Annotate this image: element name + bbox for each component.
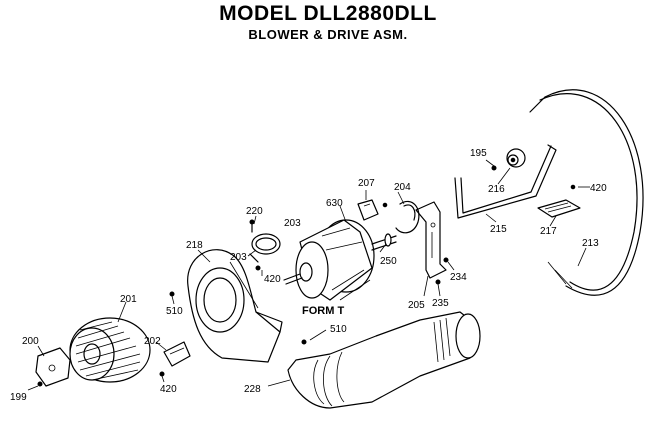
part-218-blower-housing [187,249,283,363]
label-216: 216 [488,184,505,195]
label-217: 217 [540,226,557,237]
part-220-203-motor-clamp [249,219,281,271]
label-630: 630 [326,198,343,209]
part-228-exhaust-duct [287,311,481,409]
part-630-motor [283,219,397,301]
part-215-rod [454,144,557,219]
part-510-screw-a [169,291,175,297]
label-220: 220 [246,206,263,217]
part-420-screw-a [570,184,576,190]
part-201-blower-wheel [69,317,151,383]
form-label: FORM T [302,305,344,317]
label-510-a: 510 [166,306,183,317]
part-216-pulley [506,148,526,168]
label-250: 250 [380,256,397,267]
label-213: 213 [582,238,599,249]
part-234-screw [443,257,449,263]
label-420-b: 420 [264,274,281,285]
part-205-bracket [415,201,447,279]
label-207: 207 [358,178,375,189]
label-218: 218 [186,240,203,251]
label-420-c: 420 [160,384,177,395]
part-202-plate [163,341,191,367]
model-title: MODEL DLL2880DLL [219,2,437,25]
leader-lines [27,159,590,391]
label-205: 205 [408,300,425,311]
part-199-screw [37,381,43,387]
part-235-screw [435,279,441,285]
label-204: 204 [394,182,411,193]
assembly-subtitle: BLOWER & DRIVE ASM. [248,27,408,42]
label-215: 215 [490,224,507,235]
label-510-b: 510 [330,324,347,335]
label-202: 202 [144,336,161,347]
label-201: 201 [120,294,137,305]
label-234: 234 [450,272,467,283]
label-235: 235 [432,298,449,309]
part-510-screw-b [301,339,307,345]
part-204-clamp [395,200,420,234]
part-200-bracket [35,347,71,387]
label-203-a: 203 [284,218,301,229]
label-203-b: 203 [230,252,247,263]
label-200: 200 [22,336,39,347]
part-195-screw [491,165,497,171]
part-213-drum-panel [529,89,644,296]
label-199: 199 [10,392,27,403]
part-217-plate [537,199,581,218]
label-420-a: 420 [590,183,607,194]
label-195: 195 [470,148,487,159]
part-207-switch [357,199,388,221]
part-420-screw-c [159,371,165,377]
label-228: 228 [244,384,261,395]
